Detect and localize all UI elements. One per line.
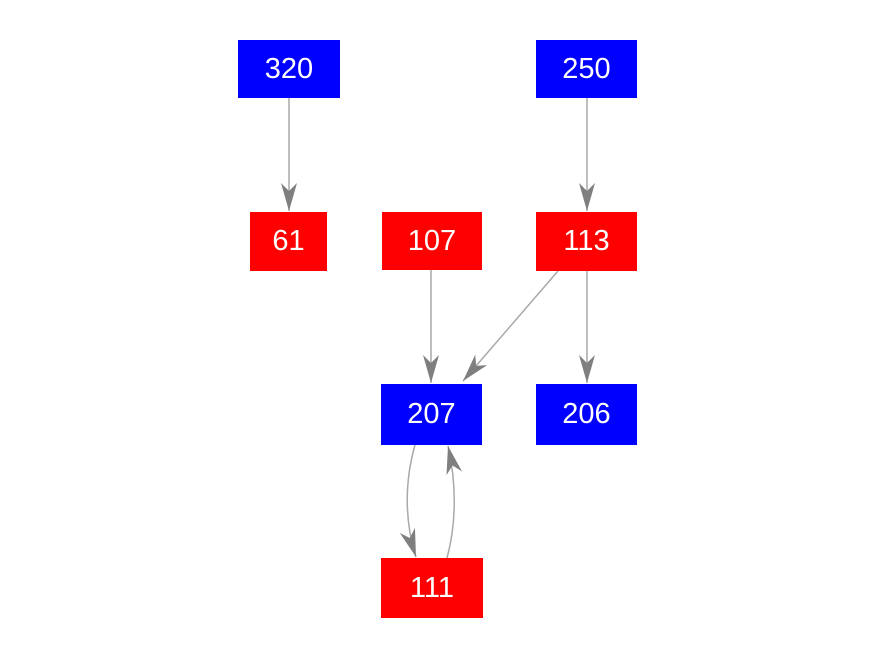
- node-113: 113: [536, 212, 637, 271]
- node-250: 250: [536, 40, 637, 98]
- edge-111-to-207: [446, 445, 463, 559]
- node-label: 113: [563, 225, 610, 257]
- node-label: 206: [562, 398, 611, 430]
- edge-113-to-207: [462, 270, 559, 382]
- node-107: 107: [382, 212, 482, 270]
- node-label: 250: [562, 52, 611, 85]
- node-label: 320: [264, 52, 314, 85]
- node-label: 207: [407, 398, 456, 430]
- node-207: 207: [381, 384, 482, 445]
- node-label: 61: [272, 225, 305, 257]
- node-label: 107: [407, 224, 457, 257]
- node-206: 206: [536, 384, 637, 445]
- node-111: 111: [381, 558, 483, 618]
- edge-207-to-111: [399, 444, 417, 558]
- node-61: 61: [250, 212, 327, 271]
- node-320: 320: [238, 40, 340, 98]
- node-label: 111: [409, 571, 455, 604]
